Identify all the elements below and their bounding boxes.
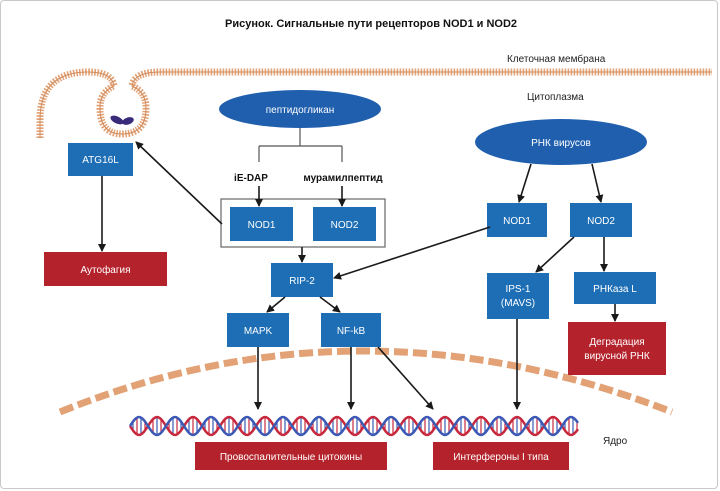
atg16l-label: ATG16L [82, 155, 119, 166]
nod1-right-box [487, 203, 547, 237]
rnase-l-label: РНКаза L [593, 284, 637, 295]
figure-title: Рисунок. Сигнальные пути рецепторов NOD1… [225, 18, 517, 30]
dna-helix [128, 415, 580, 437]
nod2-left-box [313, 207, 376, 241]
arrow-nod2right-ips1 [535, 236, 575, 273]
degradation-label-line2: вирусной РНК [584, 351, 650, 362]
arrow-nod1right-rip2 [333, 226, 491, 280]
atg16l-box [68, 143, 133, 176]
rip2-box [271, 263, 333, 297]
mapk-box [227, 313, 289, 347]
membrane-label: Клеточная мембрана [507, 53, 606, 65]
autophagy-box [44, 252, 167, 286]
nfkb-label: NF-kB [337, 326, 366, 337]
ie-dap-label: iE-DAP [234, 173, 268, 184]
nod1-right-label: NOD1 [503, 216, 531, 227]
arrow-nfkb-interferon [377, 346, 434, 410]
nod2-right-box [570, 203, 632, 237]
interferons-label: Интерфероны I типа [453, 451, 549, 463]
dna-strand [128, 415, 580, 437]
degradation-box [568, 322, 666, 375]
dna-strand [128, 415, 580, 437]
nuclear-envelope [58, 347, 674, 416]
autophagy-label: Аутофагия [80, 264, 130, 276]
cytokines-label: Провоспалительные цитокины [220, 452, 362, 463]
rnase-l-box [574, 272, 656, 304]
cytokines-box [195, 442, 387, 470]
peptidoglycan-ellipse [219, 90, 381, 128]
cytoplasm-label: Цитоплазма [527, 92, 584, 103]
internalized-molecule [110, 115, 134, 125]
nod1-left-box [230, 207, 293, 241]
peptidoglycan-label: пептидогликан [266, 105, 334, 116]
nod2-left-label: NOD2 [331, 220, 359, 231]
arrow-rna-nod2 [591, 163, 604, 203]
nfkb-box [321, 313, 381, 347]
ips1-label-line1: IPS-1 [505, 284, 530, 295]
nucleus-label: Ядро [603, 436, 628, 447]
rna-viruses-ellipse [475, 119, 647, 165]
arrow-rna-nod1 [517, 163, 532, 203]
degradation-label-line1: Деградация [589, 337, 644, 348]
rna-viruses-label: РНК вирусов [531, 138, 591, 149]
arrow-nod-atg16l [135, 141, 223, 225]
ips1-box [487, 273, 549, 319]
ips1-label-line2: (MAVS) [501, 298, 535, 309]
nod2-right-label: NOD2 [587, 216, 615, 227]
mapk-label: MAPK [244, 326, 273, 337]
interferons-box [433, 442, 569, 470]
arrow-rip2-mapk [266, 296, 286, 313]
muramyl-label: мурамилпептид [303, 173, 383, 184]
arrow-rip2-nfkb [319, 296, 341, 313]
ligand-bracket [258, 128, 343, 162]
rip2-label: RIP-2 [289, 276, 315, 287]
cell-membrane [36, 68, 712, 138]
nod1-left-label: NOD1 [248, 220, 276, 231]
